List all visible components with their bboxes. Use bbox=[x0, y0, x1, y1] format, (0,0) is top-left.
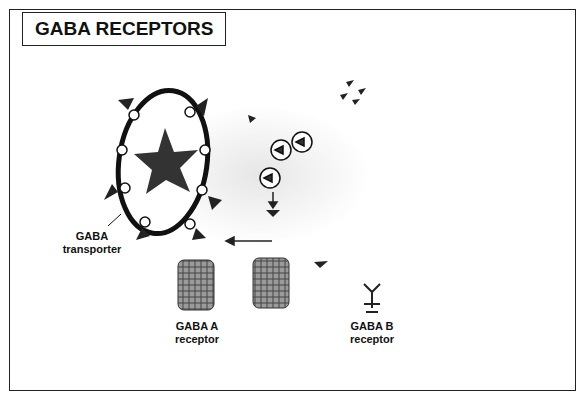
slide-border bbox=[10, 10, 576, 391]
part-label: GABA transporter bbox=[52, 230, 132, 256]
vesicles bbox=[260, 132, 312, 188]
leader-line bbox=[108, 214, 121, 226]
title-box: GABA RECEPTORS bbox=[22, 12, 226, 46]
gaba-molecules bbox=[248, 80, 366, 268]
gaba-b-receptor bbox=[364, 284, 380, 312]
gaba-transporter bbox=[104, 85, 222, 240]
slide-title: GABA RECEPTORS bbox=[35, 18, 213, 39]
gaba-a-receptor bbox=[178, 258, 289, 310]
part-label: GABA B receptor bbox=[337, 320, 407, 346]
flow-arrows bbox=[226, 192, 277, 245]
part-label: GABA A receptor bbox=[162, 320, 232, 346]
